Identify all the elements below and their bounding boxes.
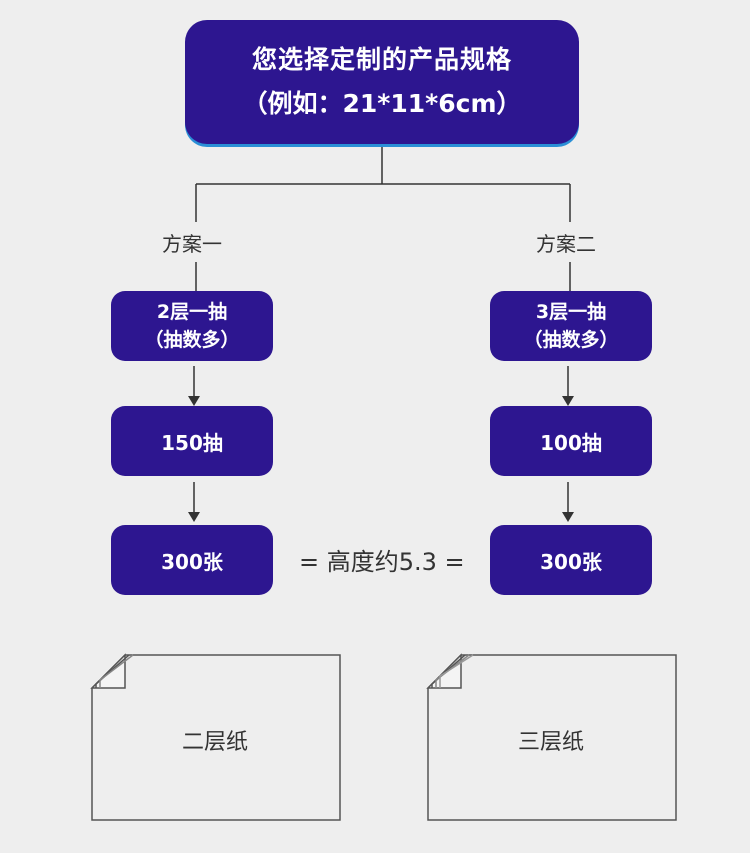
arrowhead-right-2 (562, 512, 574, 522)
height-note: = 高度约5.3 = (299, 548, 465, 576)
two-ply-label: 二层纸 (182, 730, 249, 755)
plan-b-draws-node: 100抽 (490, 406, 652, 476)
plan-a-label: 方案一 (162, 232, 222, 256)
arrowhead-left-2 (188, 512, 200, 522)
spec-header-box: 您选择定制的产品规格 （例如：21*11*6cm） (185, 20, 579, 144)
three-ply-paper-icon (426, 653, 677, 821)
plan-b-layer-line1: 3层一抽 (535, 301, 607, 323)
three-ply-label: 三层纸 (518, 730, 585, 755)
spec-header-line2: （例如：21*11*6cm） (242, 89, 522, 118)
spec-header-line1: 您选择定制的产品规格 (251, 45, 512, 74)
plan-a-layer-line2: （抽数多） (144, 329, 240, 351)
plan-b-layer-line2: （抽数多） (523, 329, 619, 351)
plan-b-sheets: 300张 (540, 549, 602, 574)
plan-a-layer-node: 2层一抽 （抽数多） (111, 291, 273, 361)
plan-b-sheets-node: 300张 (490, 525, 652, 595)
plan-b-layer-node: 3层一抽 （抽数多） (490, 291, 652, 361)
plan-b-draws: 100抽 (540, 430, 602, 455)
plan-a-layer-line1: 2层一抽 (156, 301, 228, 323)
plan-b-label: 方案二 (536, 232, 596, 256)
two-ply-paper-icon (90, 653, 341, 821)
arrowhead-left-1 (188, 396, 200, 406)
plan-a-draws: 150抽 (161, 430, 223, 455)
arrowhead-right-1 (562, 396, 574, 406)
plan-a-sheets: 300张 (161, 549, 223, 574)
plan-a-sheets-node: 300张 (111, 525, 273, 595)
plan-a-draws-node: 150抽 (111, 406, 273, 476)
